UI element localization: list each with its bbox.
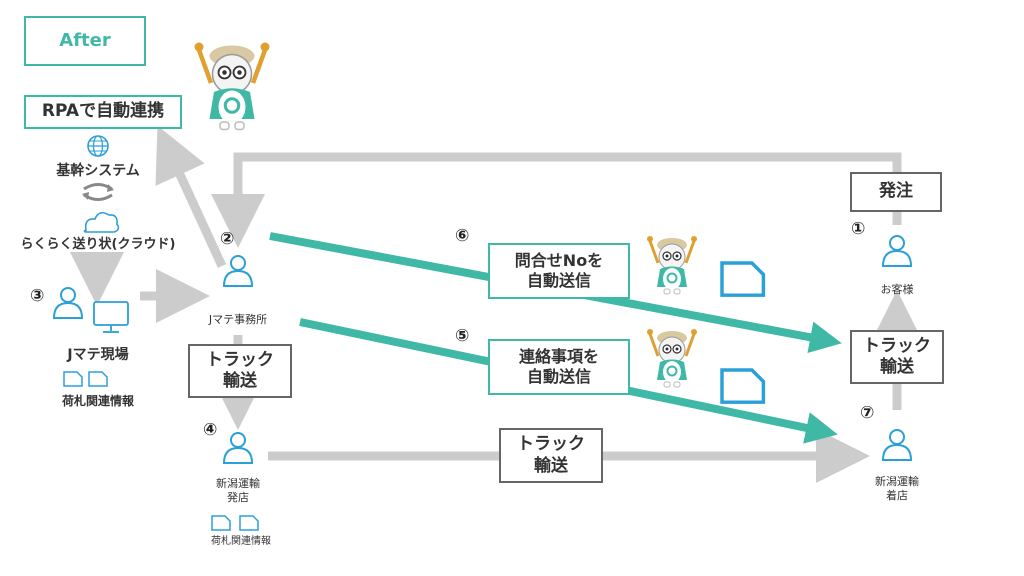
person-icon: [53, 287, 83, 319]
step-number-1: ①: [851, 219, 866, 239]
truck-bottom-box: トラック 輸送: [499, 428, 603, 483]
truck-left-box: トラック 輸送: [188, 344, 292, 398]
globe-icon: [87, 135, 109, 157]
order-loop-arrow: [211, 152, 902, 248]
jmate-site-doc-label: 荷札関連情報: [61, 394, 134, 408]
person-icon: [882, 429, 912, 461]
sync-icon: [82, 183, 114, 201]
niigata-dest-label: 新潟運輸 着店: [875, 475, 919, 503]
document-icon: [63, 371, 83, 387]
office-to-rpa-arrow: [155, 125, 227, 268]
document-icon: [239, 515, 259, 531]
mascot-icon: [645, 234, 699, 296]
niigata-origin-label: 新潟運輸 発店: [216, 477, 260, 505]
jmate-site-label: Jマテ現場: [67, 347, 129, 363]
customer-label: お客様: [880, 283, 914, 296]
mascot-icon: [645, 327, 699, 389]
jmate-office-label: Jマテ事務所: [208, 313, 268, 326]
auto-inquiry-box: 問合せNoを 自動送信: [488, 243, 630, 299]
person-icon: [882, 235, 912, 267]
auto-contact-box: 連絡事項を 自動送信: [488, 339, 630, 395]
document-icon: [720, 368, 766, 404]
document-icon: [211, 515, 231, 531]
step-number-6: ⑥: [455, 226, 470, 246]
truck-right-box: トラック 輸送: [850, 330, 944, 384]
person-icon: [223, 255, 253, 287]
step-number-3: ③: [30, 286, 45, 306]
title-box: After: [24, 16, 146, 66]
person-icon: [223, 432, 253, 464]
niigata-origin-doc-label: 荷札関連情報: [211, 536, 271, 547]
monitor-icon: [93, 301, 129, 333]
step-number-4: ④: [203, 420, 218, 440]
order-box: 発注: [850, 172, 942, 212]
step-number-5: ⑤: [455, 326, 470, 346]
cloud-label: らくらく送り状(クラウド): [20, 237, 176, 252]
rpa-label: RPAで自動連携: [24, 95, 182, 129]
mascot-icon: [195, 43, 270, 130]
document-icon: [720, 261, 766, 297]
step-number-7: ⑦: [860, 403, 875, 423]
cloud-icon: [83, 211, 120, 233]
document-icon: [88, 371, 108, 387]
system-label: 基幹システム: [56, 163, 140, 179]
step-number-2: ②: [220, 229, 235, 249]
